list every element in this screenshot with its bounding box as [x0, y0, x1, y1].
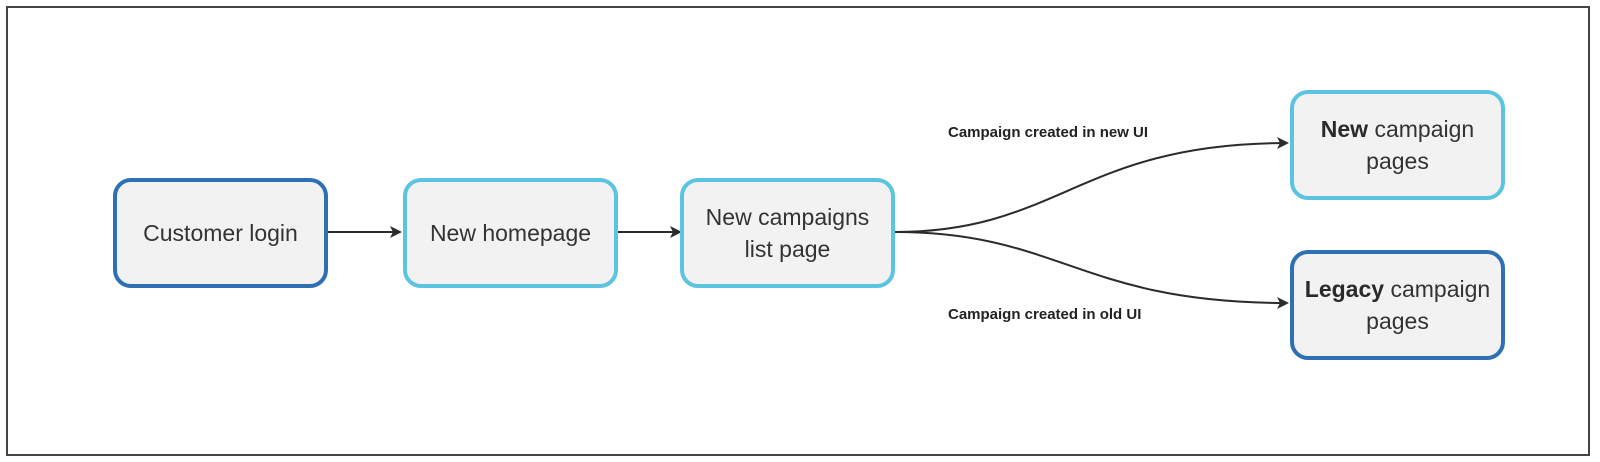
node-legacy-campaign-pages-rest: campaign	[1384, 276, 1491, 302]
node-legacy-campaign-pages-bold: Legacy	[1304, 276, 1385, 302]
node-new-campaigns-list: New campaigns list page	[680, 178, 895, 288]
node-new-homepage-label: New homepage	[429, 220, 592, 246]
node-new-campaigns-list-line2: list page	[744, 236, 831, 262]
node-new-campaign-pages-rest: campaign	[1368, 116, 1475, 142]
node-new-campaign-pages-line2: pages	[1366, 148, 1429, 174]
node-customer-login: Customer login	[113, 178, 328, 288]
arrow-campaigns-list-to-new-pages	[894, 137, 1289, 233]
node-customer-login-label: Customer login	[143, 220, 298, 246]
node-new-homepage: New homepage	[403, 178, 618, 288]
node-legacy-campaign-pages: Legacy campaign pages	[1290, 250, 1505, 360]
edge-label-new-ui: Campaign created in new UI	[948, 124, 1149, 141]
node-new-campaigns-list-line1: New campaigns	[705, 204, 870, 230]
node-new-campaign-pages-bold: New	[1320, 116, 1369, 142]
edge-label-old-ui: Campaign created in old UI	[948, 306, 1142, 323]
arrow-campaigns-list-to-legacy-pages	[894, 231, 1289, 309]
node-new-campaign-pages: New campaign pages	[1290, 90, 1505, 200]
node-legacy-campaign-pages-line2: pages	[1366, 308, 1429, 334]
